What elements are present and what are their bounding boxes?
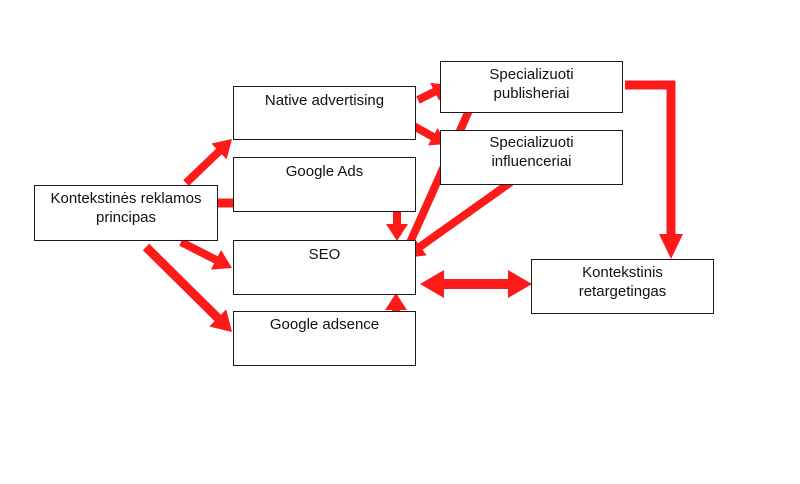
arrow-adsence-to-seo [385, 293, 407, 326]
arrow-principas-to-native [183, 139, 232, 186]
arrow-influenceriai-to-seo [404, 178, 514, 258]
node-label-line: influenceriai [491, 153, 572, 170]
node-kontekstinis-retargetingas: Kontekstinis retargetingas [531, 259, 714, 314]
node-seo: SEO [233, 240, 416, 295]
arrow-seo-retargetingas [420, 270, 532, 298]
node-specializuoti-publisheriai: Specializuoti publisheriai [440, 61, 623, 113]
node-google-adsence: Google adsence [233, 311, 416, 366]
node-label-line: principas [95, 209, 157, 226]
arrow-publisheriai-to-retargetingas [659, 81, 683, 259]
node-specializuoti-influenceriai: Specializuoti influenceriai [440, 130, 623, 185]
arrow-principas-to-adsence [142, 243, 232, 332]
node-native-advertising: Native advertising [233, 86, 416, 140]
node-label-line: Google adsence [269, 316, 380, 333]
node-label-line: Kontekstinis [582, 264, 663, 281]
node-google-ads: Google Ads [233, 157, 416, 212]
node-label-line: retargetingas [578, 283, 667, 300]
arrow-principas-to-seo [179, 238, 232, 270]
node-label-line: Native advertising [264, 92, 385, 109]
node-kontekstines-reklamos-principas: Kontekstinės reklamos principas [34, 185, 218, 241]
node-label-line: Specializuoti [489, 66, 574, 83]
node-label-line: Google Ads [285, 163, 364, 180]
arrow-native-to-influenceriai [408, 120, 446, 146]
node-label-line: SEO [308, 246, 341, 263]
node-label-line: Kontekstinės reklamos [50, 190, 202, 207]
arrow-ads-to-seo [386, 212, 408, 241]
node-label-line: publisheriai [493, 85, 570, 102]
node-label-line: Specializuoti [489, 134, 574, 151]
